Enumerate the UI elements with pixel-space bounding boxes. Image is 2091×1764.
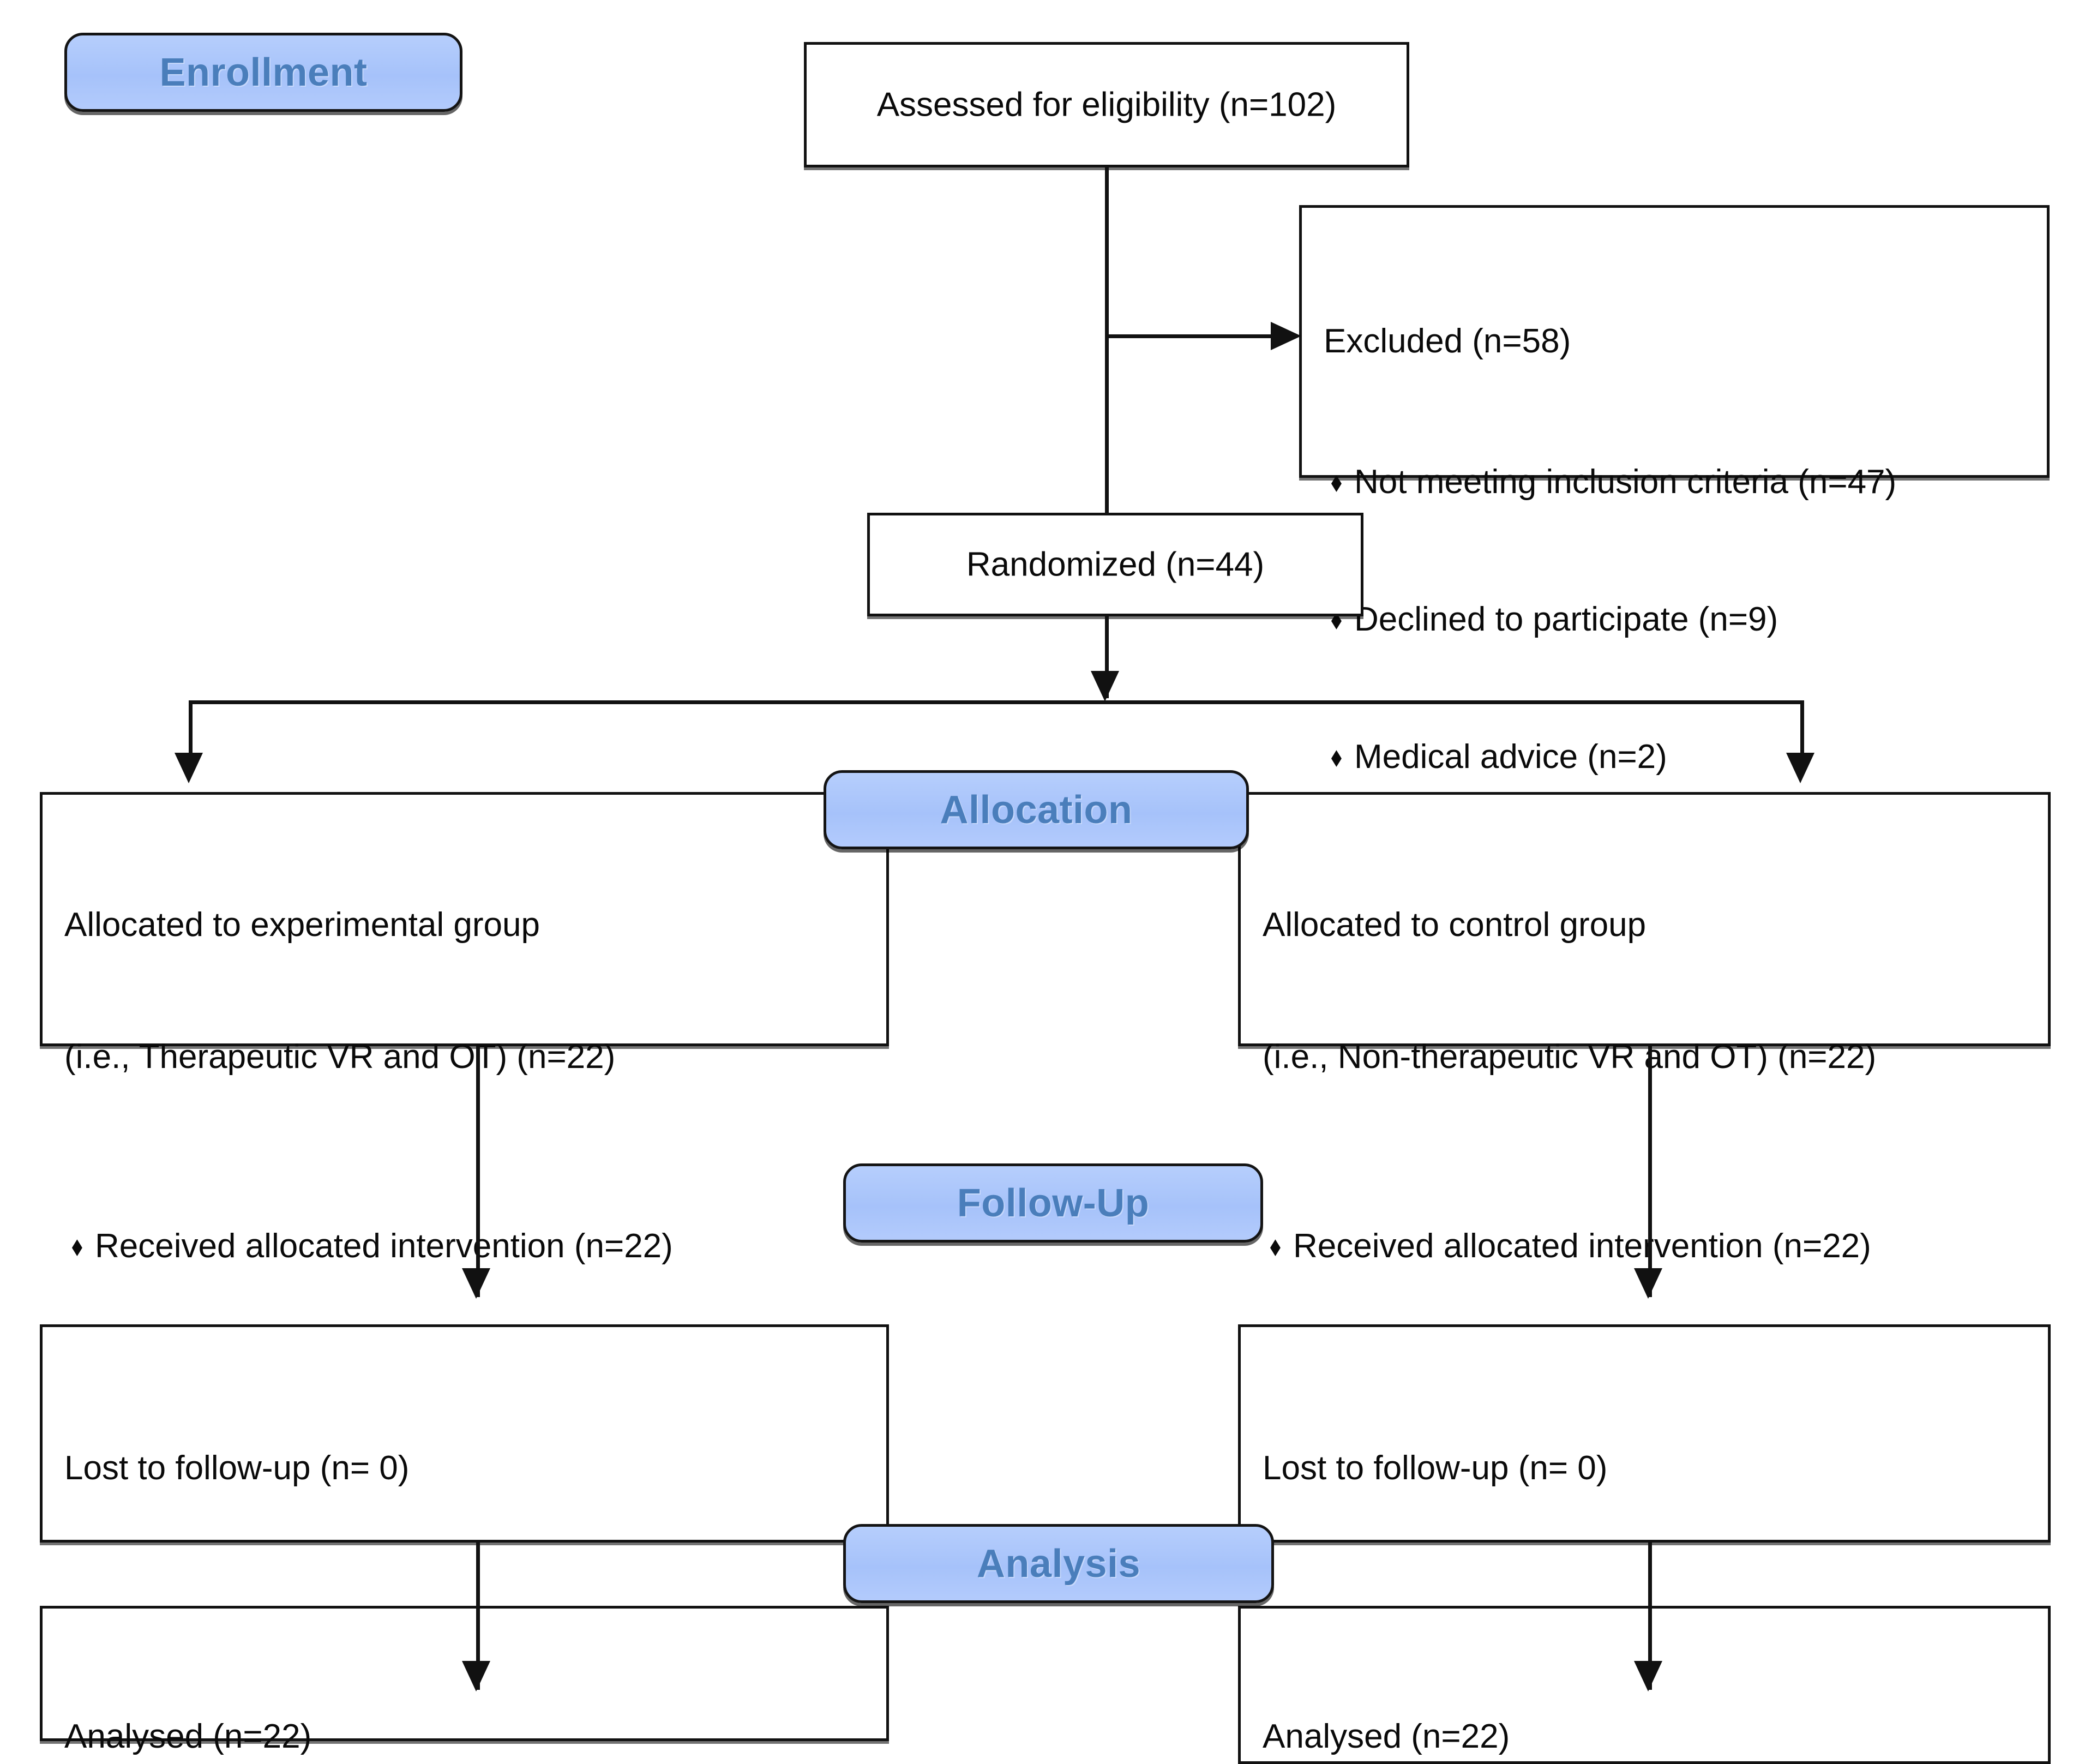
connector-fu-left-to-analysis bbox=[476, 1543, 480, 1690]
alloc-right-line1: Allocated to control group bbox=[1263, 906, 1647, 944]
excluded-reason-3: Medical advice (n=2) bbox=[1324, 735, 2034, 779]
connector-assessed-to-excluded bbox=[1105, 334, 1274, 338]
node-followup-control: Lost to follow-up (n= 0) Discontinued in… bbox=[1238, 1324, 2051, 1671]
excluded-reason-2: Declined to participate (n=9) bbox=[1324, 598, 2034, 642]
arrowhead-randomized-stem bbox=[1091, 671, 1119, 701]
node-allocated-experimental: Allocated to experimental group (i.e., T… bbox=[40, 792, 889, 1265]
connector-alloc-right-to-fu bbox=[1648, 1046, 1652, 1297]
analysis-right-body: Analysed (n=22) Excluded from analysis (… bbox=[1263, 1627, 2035, 1764]
analysis-right-title: Analysed (n=22) bbox=[1263, 1718, 1510, 1756]
stage-badge-analysis-label: Analysis bbox=[976, 1541, 1141, 1586]
excluded-reason-1: Not meeting inclusion criteria (n=47) bbox=[1324, 460, 2034, 505]
node-excluded-body: Excluded (n=58) Not meeting inclusion cr… bbox=[1324, 232, 2034, 867]
node-followup-experimental: Lost to follow-up (n= 0) Discontinued in… bbox=[40, 1324, 889, 1671]
stage-badge-allocation-label: Allocation bbox=[940, 788, 1133, 832]
alloc-left-line2: (i.e., Therapeutic VR and OT) (n=22) bbox=[64, 1037, 616, 1076]
connector-split-left bbox=[189, 700, 193, 760]
connector-assessed-to-randomized bbox=[1105, 167, 1109, 513]
arrowhead-analysis-right bbox=[1634, 1661, 1662, 1691]
node-assessed-text: Assessed for eligibility (n=102) bbox=[876, 86, 1337, 124]
node-randomized-text: Randomized (n=44) bbox=[966, 545, 1265, 584]
connector-alloc-left-to-fu bbox=[476, 1046, 480, 1297]
stage-badge-allocation: Allocation bbox=[824, 770, 1249, 849]
node-randomized: Randomized (n=44) bbox=[867, 513, 1363, 616]
arrowhead-to-excluded bbox=[1271, 322, 1301, 350]
analysis-left-body: Analysed (n=22) Excluded from analysis (… bbox=[64, 1627, 873, 1764]
connector-randomized-stem bbox=[1105, 616, 1109, 698]
stage-badge-followup: Follow-Up bbox=[843, 1163, 1263, 1243]
node-allocated-control: Allocated to control group (i.e., Non-th… bbox=[1238, 792, 2051, 1265]
alloc-left-bullet: Received allocated intervention (n=22) bbox=[64, 1225, 873, 1269]
arrowhead-analysis-left bbox=[462, 1661, 490, 1691]
node-assessed-for-eligibility: Assessed for eligibility (n=102) bbox=[804, 42, 1409, 167]
fu-left-line1: Lost to follow-up (n= 0) bbox=[64, 1449, 410, 1487]
excluded-title: Excluded (n=58) bbox=[1324, 322, 1571, 361]
arrowhead-fu-left bbox=[462, 1268, 490, 1299]
connector-split-bar bbox=[189, 700, 1804, 704]
arrowhead-fu-right bbox=[1634, 1268, 1662, 1299]
alloc-right-body: Allocated to control group (i.e., Non-th… bbox=[1263, 815, 2035, 1357]
arrowhead-alloc-right bbox=[1786, 753, 1814, 783]
stage-badge-enrollment-label: Enrollment bbox=[159, 50, 368, 94]
node-excluded: Excluded (n=58) Not meeting inclusion cr… bbox=[1299, 205, 2050, 776]
stage-badge-analysis: Analysis bbox=[843, 1524, 1274, 1603]
alloc-right-bullet: Received allocated intervention (n=22) bbox=[1263, 1225, 2035, 1269]
alloc-right-line2: (i.e., Non-therapeutic VR and OT) (n=22) bbox=[1263, 1037, 1877, 1076]
analysis-left-title: Analysed (n=22) bbox=[64, 1718, 312, 1756]
stage-badge-followup-label: Follow-Up bbox=[957, 1181, 1150, 1225]
connector-fu-right-to-analysis bbox=[1648, 1543, 1652, 1690]
fu-right-line1: Lost to follow-up (n= 0) bbox=[1263, 1449, 1608, 1487]
arrowhead-alloc-left bbox=[175, 753, 203, 783]
stage-badge-enrollment: Enrollment bbox=[64, 33, 462, 112]
connector-split-right bbox=[1800, 700, 1804, 760]
alloc-left-line1: Allocated to experimental group bbox=[64, 906, 540, 944]
